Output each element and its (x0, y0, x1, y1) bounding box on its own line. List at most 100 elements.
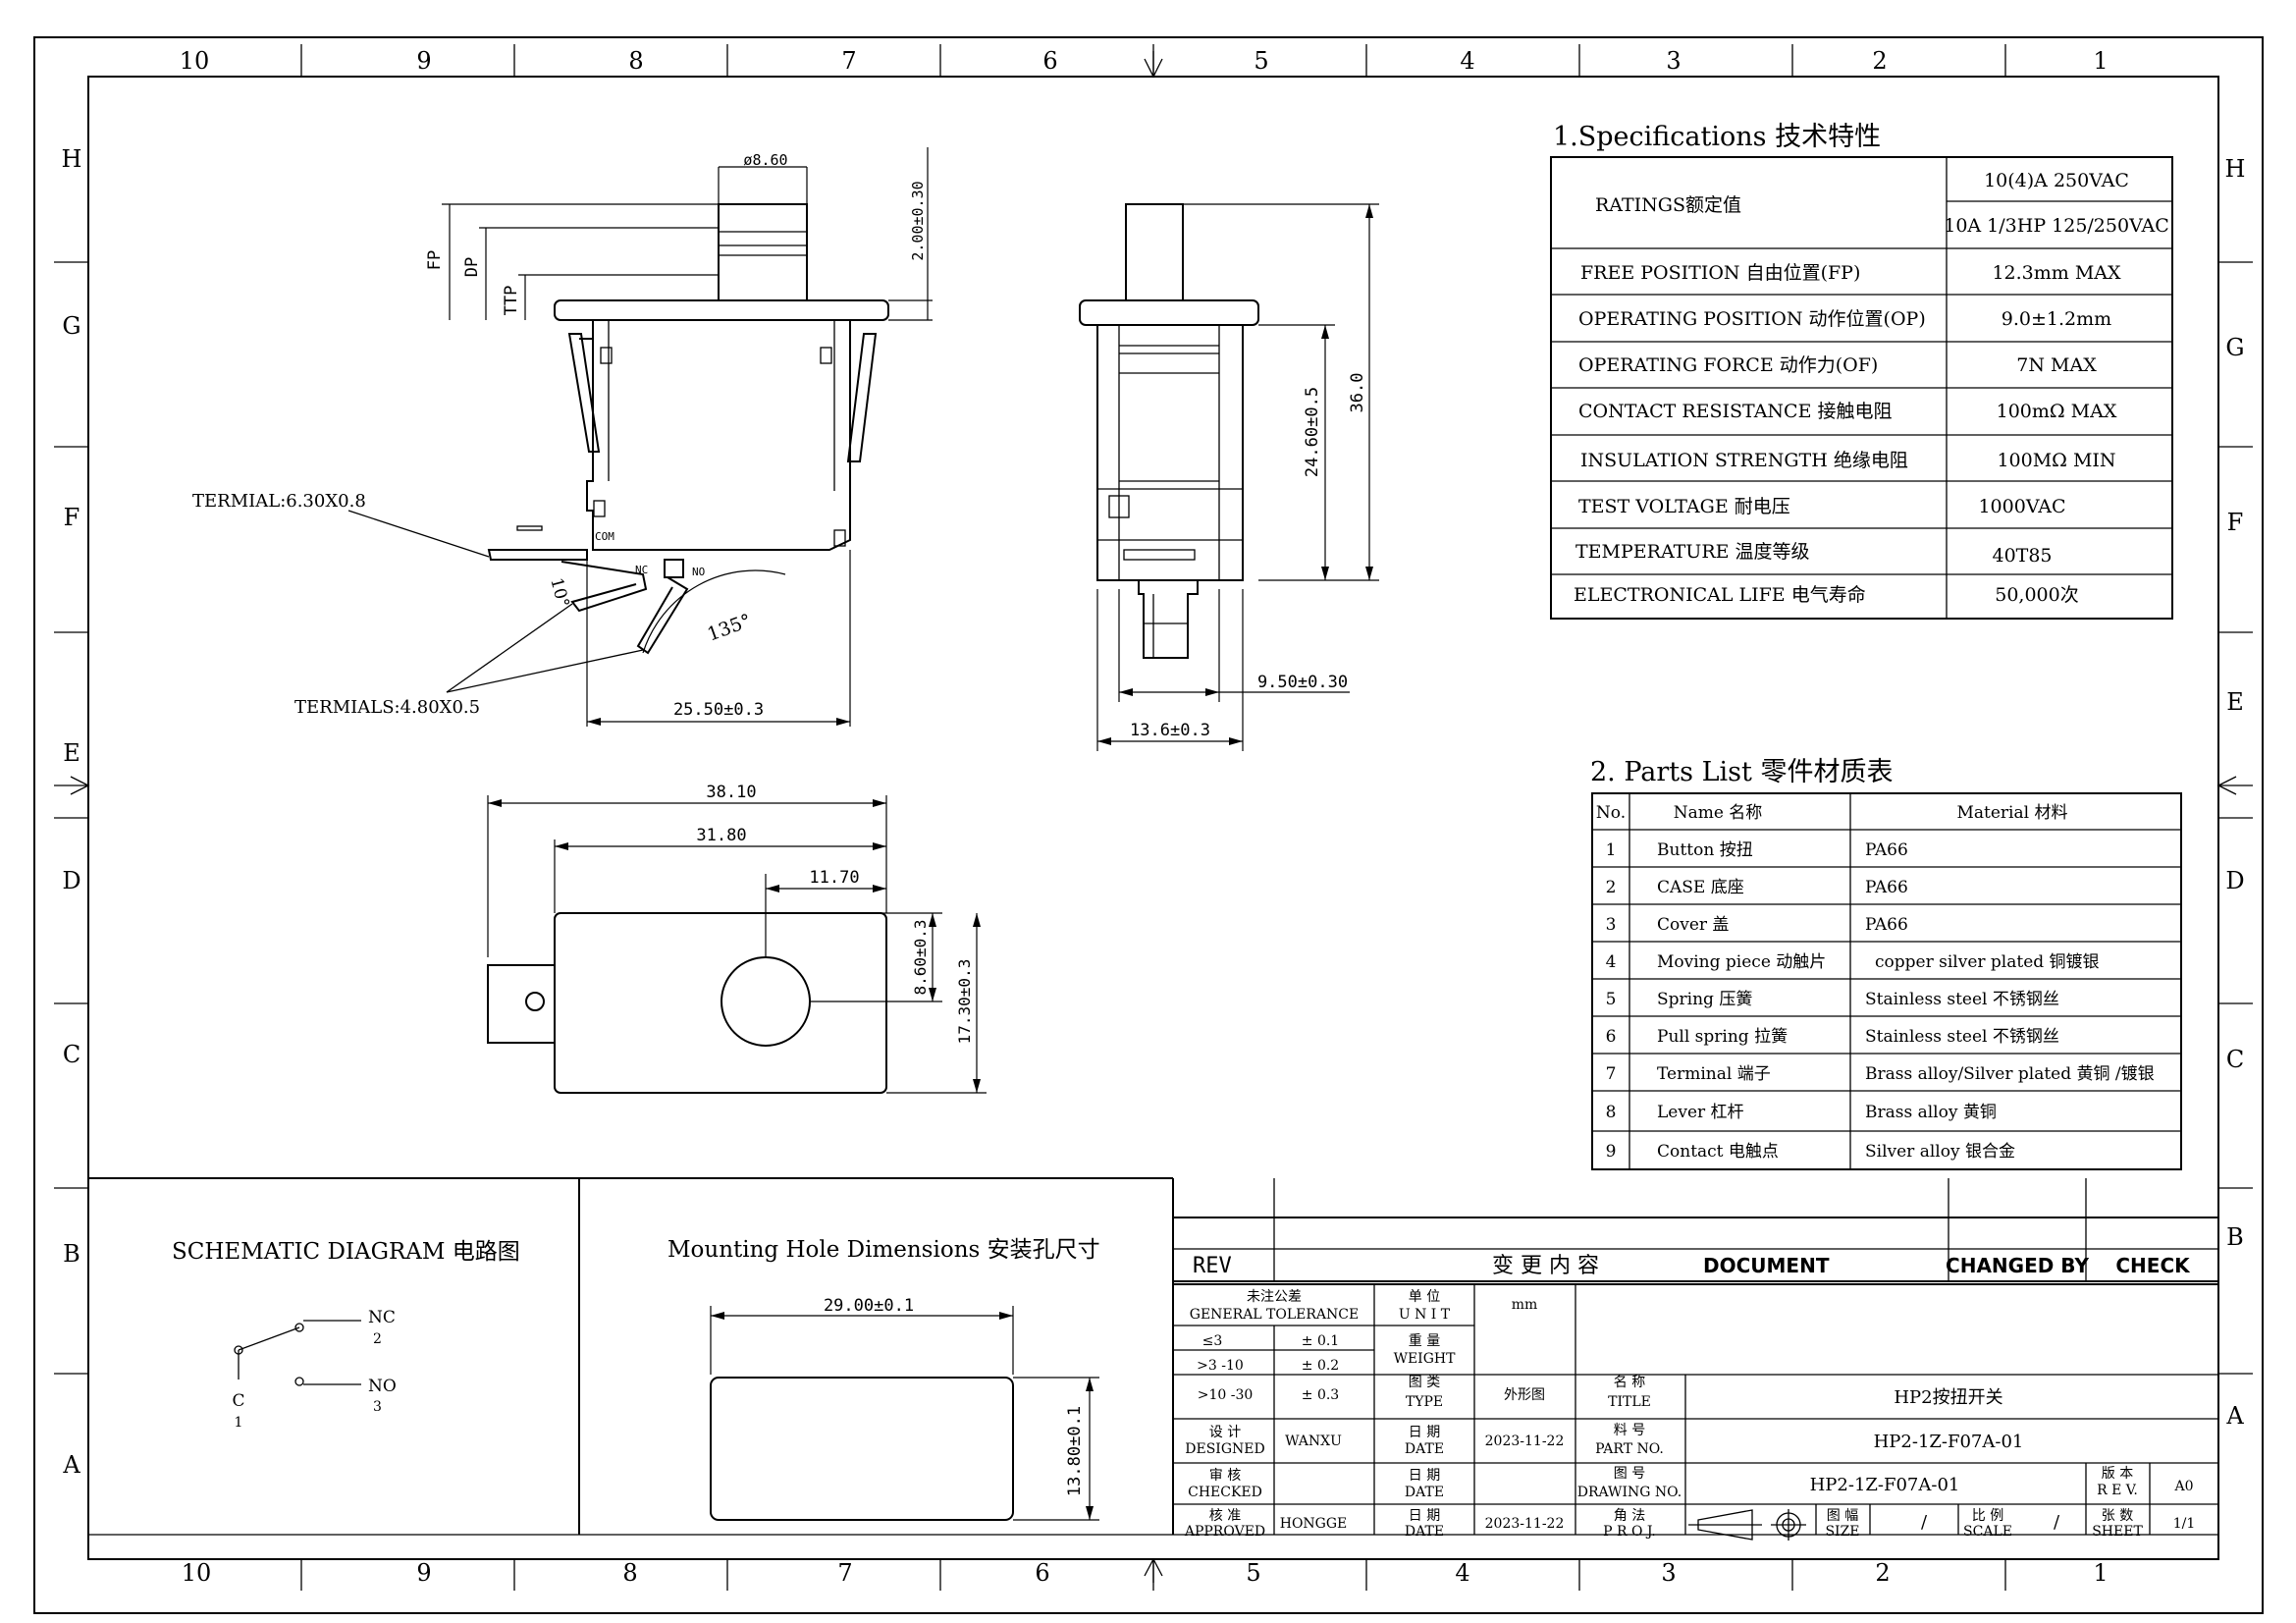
tol-range: >10 -30 (1198, 1387, 1254, 1403)
date-cn: 日 期 (1409, 1468, 1440, 1484)
date-en: DATE (1405, 1441, 1444, 1457)
dim-3810: 38.10 (706, 783, 756, 802)
row-label: E (2226, 688, 2244, 716)
terminal-hole (525, 992, 545, 1011)
part-no: 8 (1606, 1103, 1617, 1122)
part-material: Stainless steel 不锈钢丝 (1865, 1027, 2059, 1047)
spec-value: 10A 1/3HP 125/250VAC (1944, 215, 2169, 237)
col-label: 7 (837, 1559, 852, 1587)
title-cn: 名 称 (1614, 1375, 1645, 1390)
proj-en: P R O J. (1603, 1524, 1656, 1540)
approved-value: HONGGE (1280, 1516, 1348, 1532)
part-material: Stainless steel 不锈钢丝 (1865, 990, 2059, 1009)
schematic-c-num: 1 (235, 1415, 243, 1431)
tolerance-en: GENERAL TOLERANCE (1190, 1307, 1359, 1323)
side-terminal (1138, 580, 1199, 659)
tolerance-cn: 未注公差 (1247, 1289, 1302, 1305)
frame-labels: 10 9 8 7 6 5 4 3 2 1 10 9 8 7 6 5 4 3 2 … (62, 47, 2246, 1587)
size-en: SIZE (1825, 1524, 1859, 1540)
part-material: Brass alloy 黄铜 (1865, 1103, 1997, 1122)
type-value: 外形图 (1504, 1387, 1545, 1403)
col-label: 10 (182, 1559, 212, 1587)
spec-name: FREE POSITION 自由位置(FP) (1580, 262, 1860, 284)
specifications: 1.Specifications 技术特性 RATINGS额定值 10(4)A … (1550, 122, 2173, 620)
part-no: 3 (1606, 915, 1617, 935)
col-label: 6 (1035, 1559, 1049, 1587)
drawing-cn: 图 号 (1614, 1466, 1645, 1482)
col-label: 8 (622, 1559, 637, 1587)
part-no: 5 (1606, 990, 1617, 1009)
row-label: C (2226, 1046, 2244, 1073)
part-name: Moving piece 动触片 (1657, 952, 1826, 972)
no-label: NO (692, 566, 705, 578)
tol-range: ≤3 (1202, 1333, 1223, 1349)
document-header: DOCUMENT (1703, 1254, 1830, 1277)
scale-value: / (2054, 1512, 2060, 1533)
spec-name: TEST VOLTAGE 耐电压 (1578, 496, 1790, 517)
rev-en: R E V. (2097, 1483, 2138, 1498)
part-no: 9 (1606, 1142, 1617, 1162)
button-outline (718, 203, 808, 301)
part-value: HP2-1Z-F07A-01 (1874, 1432, 2024, 1452)
rev-header: REV (1193, 1254, 1232, 1278)
dp-label: DP (462, 257, 482, 277)
tol-range: >3 -10 (1197, 1358, 1244, 1374)
part-no: 1 (1606, 840, 1617, 860)
sheet-value: 1/1 (2173, 1516, 2196, 1532)
parts-header: Name 名称 (1674, 803, 1763, 823)
nc-label: NC (635, 564, 648, 576)
spec-name: OPERATING POSITION 动作位置(OP) (1578, 308, 1926, 330)
date-en: DATE (1405, 1524, 1444, 1540)
part-no: 7 (1606, 1064, 1617, 1084)
unit-en: U N I T (1399, 1307, 1451, 1323)
col-label: 2 (1875, 1559, 1890, 1587)
dim-3180: 31.80 (696, 826, 746, 845)
title-value: HP2按扭开关 (1894, 1387, 2002, 1408)
dim-1730: 17.30±0.3 (955, 959, 974, 1045)
unit-cn: 单 位 (1409, 1289, 1440, 1305)
terminals-label: TERMIALS:4.80X0.5 (294, 697, 480, 718)
schematic-no: NO (368, 1377, 397, 1396)
weight-en: WEIGHT (1394, 1351, 1457, 1367)
nc-terminal (561, 561, 648, 613)
row-label: H (2225, 155, 2246, 183)
mounting-cutout (710, 1377, 1014, 1521)
col-label: 1 (2093, 1559, 2108, 1587)
row-label: B (63, 1240, 80, 1268)
spec-name: ELECTRONICAL LIFE 电气寿命 (1574, 584, 1866, 606)
col-label: 3 (1661, 1559, 1676, 1587)
row-dividers (54, 261, 2253, 1375)
drawing-frame: 10 9 8 7 6 5 4 3 2 1 10 9 8 7 6 5 4 3 2 … (33, 36, 2264, 1614)
col-label: 4 (1460, 47, 1474, 75)
col-label: 8 (628, 47, 643, 75)
row-label: H (62, 145, 82, 173)
spec-title: 1.Specifications 技术特性 (1553, 122, 1881, 152)
row-label: D (2225, 867, 2244, 894)
col-label: 6 (1042, 47, 1057, 75)
designed-value: WANXU (1285, 1434, 1342, 1449)
designed-en: DESIGNED (1185, 1441, 1264, 1457)
col-label: 3 (1666, 47, 1681, 75)
schematic-nc-num: 2 (373, 1331, 382, 1347)
angle-10-label: 10° (546, 576, 572, 610)
button-diameter-dim: ø8.60 (743, 151, 787, 169)
spec-name: CONTACT RESISTANCE 接触电阻 (1578, 401, 1892, 422)
approved-en: APPROVED (1184, 1524, 1265, 1540)
parts-table (1591, 792, 2182, 1170)
designed-cn: 设 计 (1209, 1425, 1241, 1440)
rev-cn: 版 本 (2102, 1466, 2133, 1482)
spec-value: 100mΩ MAX (1997, 401, 2117, 422)
top-terminal (487, 964, 555, 1044)
left-latch (567, 333, 601, 453)
bottom-panels (88, 1177, 1174, 1535)
case-body (586, 320, 851, 551)
no-terminal (636, 576, 689, 655)
checked-en: CHECKED (1188, 1485, 1262, 1500)
designed-date: 2023-11-22 (1485, 1434, 1565, 1449)
schematic-no-num: 3 (373, 1399, 382, 1415)
drawing-value: HP2-1Z-F07A-01 (1810, 1475, 1960, 1495)
schematic-title: SCHEMATIC DIAGRAM 电路图 (172, 1239, 520, 1265)
row-label: C (63, 1041, 80, 1068)
flange (554, 299, 889, 321)
